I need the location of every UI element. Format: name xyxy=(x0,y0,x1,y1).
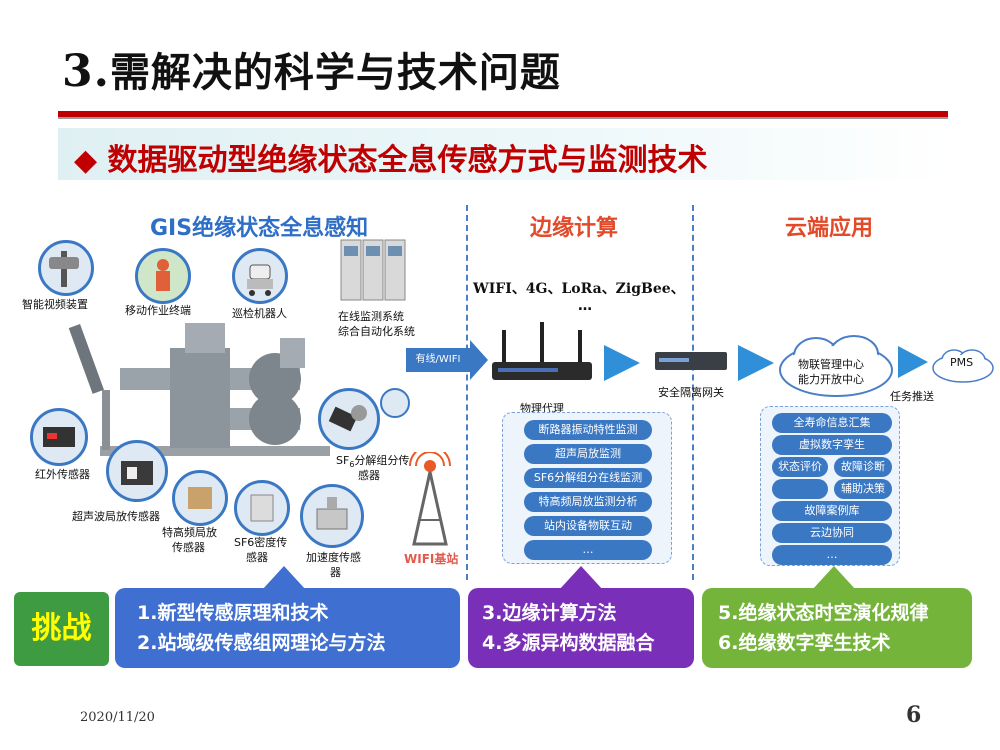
divider-left xyxy=(466,205,468,580)
section-title-cloud: 云端应用 xyxy=(785,216,874,241)
worker-icon xyxy=(156,259,170,291)
section-title-gis: GIS绝缘状态全息感知 xyxy=(150,216,369,241)
challenge-item-4: 4.多源异构数据融合 xyxy=(482,632,655,654)
challenge-item-6: 6.绝缘数字孪生技术 xyxy=(718,632,891,654)
footer-date: 2020/11/20 xyxy=(80,710,155,725)
cloud-item-decision: 辅助决策 xyxy=(834,479,892,499)
label-accel-1: 加速度传感 xyxy=(306,551,361,564)
label-task-push: 任务推送 xyxy=(890,390,934,403)
page-title: 3.需解决的科学与技术问题 xyxy=(62,40,561,98)
challenge-box-blue: 1.新型传感原理和技术 2.站域级传感组网理论与方法 xyxy=(115,588,460,668)
label-robot: 巡检机器人 xyxy=(232,307,287,320)
divider-right xyxy=(692,205,694,580)
edge-item-0: 断路器振动特性监测 xyxy=(524,420,652,440)
ultrasonic-case-icon xyxy=(121,461,153,485)
router-icon xyxy=(492,322,592,380)
title-underline-shadow xyxy=(58,117,948,119)
edge-item-3: 特高频局放监测分析 xyxy=(524,492,652,512)
title-text: 需解决的科学与技术问题 xyxy=(109,50,561,96)
label-monitor-1: 在线监测系统 xyxy=(338,310,404,323)
title-number: 3. xyxy=(62,46,110,97)
sf6-density-sensor-image xyxy=(234,480,290,536)
cabinet-icon xyxy=(340,239,406,301)
wifi-tower-icon xyxy=(409,452,451,546)
sf6-decomposition-sensor-image xyxy=(318,388,380,450)
cloud-item-blank xyxy=(772,479,828,499)
protocols-line2: … xyxy=(578,298,592,314)
sf6-density-icon xyxy=(250,494,274,522)
mobile-terminal-image xyxy=(135,248,191,304)
uhf-sensor-image xyxy=(172,470,228,526)
label-cloud-1: 物联管理中心 xyxy=(798,358,864,371)
uhf-sensor-icon xyxy=(188,487,212,509)
challenge-item-1: 1.新型传感原理和技术 xyxy=(137,602,329,624)
label-uhf-2: 传感器 xyxy=(172,541,205,554)
arrow-to-gateway-icon xyxy=(604,345,640,381)
subtitle: ◆ 数据驱动型绝缘状态全息传感方式与监测技术 xyxy=(74,143,708,178)
monitor-cabinet-image xyxy=(340,238,406,302)
accel-sensor-image xyxy=(300,484,364,548)
label-pms: PMS xyxy=(950,356,974,369)
edge-item-4: 站内设备物联互动 xyxy=(524,516,652,536)
arrow-right-icon xyxy=(470,340,488,380)
challenge-item-2: 2.站域级传感组网理论与方法 xyxy=(137,632,386,654)
protocols-line1: WIFI、4G、LoRa、ZigBee、 xyxy=(473,281,685,297)
challenge-box-green: 5.绝缘状态时空演化规律 6.绝缘数字孪生技术 xyxy=(702,588,972,668)
title-underline xyxy=(58,111,948,117)
label-mobile: 移动作业终端 xyxy=(125,304,191,317)
challenge-item-3: 3.边缘计算方法 xyxy=(482,602,617,624)
gateway-icon xyxy=(655,352,727,370)
page-number: 6 xyxy=(906,702,922,728)
label-ultrasonic: 超声波局放传感器 xyxy=(72,510,160,523)
cloud-item-diagnosis: 故障诊断 xyxy=(834,457,892,477)
label-cloud-2: 能力开放中心 xyxy=(798,373,864,386)
challenge-pointer-green xyxy=(812,566,856,590)
sf6-sensor-detail-image xyxy=(380,388,410,418)
cloud-item-assessment: 状态评价 xyxy=(772,457,828,477)
label-gateway: 安全隔离网关 xyxy=(658,386,724,399)
subtitle-band xyxy=(58,128,948,180)
video-device-image xyxy=(38,240,94,296)
challenge-label: 挑战 xyxy=(14,592,109,666)
label-video: 智能视频装置 xyxy=(22,298,88,311)
challenge-pointer-blue xyxy=(262,566,306,590)
gas-sensor-icon xyxy=(328,405,367,432)
label-infrared: 红外传感器 xyxy=(35,468,90,481)
cloud-item-digital-twin: 虚拟数字孪生 xyxy=(772,435,892,455)
label-iot-agent: 物理代理 xyxy=(520,402,564,415)
label-sf6d-1: SF6分解组分传 xyxy=(336,454,410,470)
ultrasonic-sensor-image xyxy=(106,440,168,502)
cloud-item-cloud-edge: 云边协同 xyxy=(772,523,892,543)
edge-item-1: 超声局放监测 xyxy=(524,444,652,464)
arrow-to-pms-icon xyxy=(898,346,928,378)
cloud-item-fault-cases: 故障案例库 xyxy=(772,501,892,521)
challenge-box-purple: 3.边缘计算方法 4.多源异构数据融合 xyxy=(468,588,694,668)
section-title-edge: 边缘计算 xyxy=(530,216,619,241)
infrared-sensor-image xyxy=(30,408,88,466)
label-sf6-1: SF6密度传 xyxy=(234,536,288,549)
label-uhf-1: 特高频局放 xyxy=(162,526,217,539)
cloud-item-lifecycle: 全寿命信息汇集 xyxy=(772,413,892,433)
edge-item-5: … xyxy=(524,540,652,560)
cloud-icon xyxy=(779,335,893,397)
label-wifi-station: WIFI基站 xyxy=(404,552,459,566)
infrared-sensor-icon xyxy=(43,427,75,447)
label-sf6-2: 感器 xyxy=(246,551,268,564)
label-monitor-2: 综合自动化系统 xyxy=(338,325,415,338)
label-accel-2: 器 xyxy=(330,566,341,579)
challenge-pointer-purple xyxy=(559,566,603,590)
cloud-item-more: … xyxy=(772,545,892,565)
wired-wifi-arrow: 有线/WIFI xyxy=(406,348,470,372)
camera-icon xyxy=(49,251,79,287)
gis-switchgear-image xyxy=(68,323,330,456)
robot-image xyxy=(232,248,288,304)
edge-item-2: SF6分解组分在线监测 xyxy=(524,468,652,488)
arrow-to-cloud-icon xyxy=(738,345,774,381)
pms-cloud-icon xyxy=(932,349,994,383)
label-sf6d-2: 感器 xyxy=(358,469,380,482)
challenge-item-5: 5.绝缘状态时空演化规律 xyxy=(718,602,929,624)
accelerometer-icon xyxy=(316,497,348,530)
robot-icon xyxy=(247,264,273,296)
